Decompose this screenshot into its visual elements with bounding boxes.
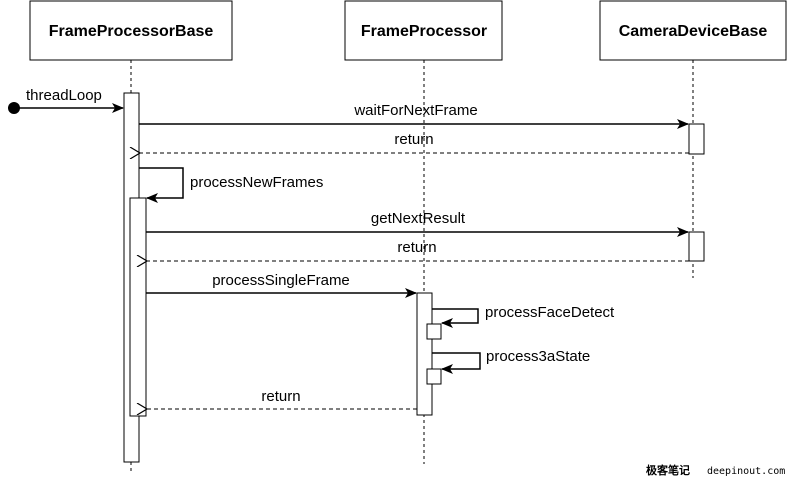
message-label: getNextResult [371,210,466,227]
watermark-site: deepinout.com [707,466,785,477]
message-label: waitForNextFrame [353,102,477,119]
activation-bar-3a-state [426,368,442,385]
message-label: processSingleFrame [212,272,350,289]
participant-label: FrameProcessor [361,23,487,40]
activation-bar-camera-1 [688,123,705,155]
participant-label: CameraDeviceBase [619,23,768,40]
message-label: return [261,388,300,405]
message-label: return [394,131,433,148]
activation-bar-camera-2 [688,231,705,262]
message-label: processFaceDetect [485,304,615,321]
message-label: return [397,239,436,256]
message-label: threadLoop [26,87,102,104]
message-label: processNewFrames [190,174,323,191]
participant-frameprocessor: FrameProcessor [344,0,503,61]
activation-bar-process-new-frames [129,197,147,417]
watermark: 极客笔记 deepinout.com [646,463,785,477]
message-get-next-result: getNextResult [146,210,689,237]
watermark-logo-text: 极客笔记 [646,463,690,477]
message-wait-for-next-frame: waitForNextFrame [139,102,689,129]
message-process-3a-state: process3aState [432,348,590,374]
activation-bar-face-detect [426,323,442,340]
message-return-2: return [147,239,689,261]
participant-label: FrameProcessorBase [49,23,214,40]
message-process-face-detect: processFaceDetect [432,304,615,328]
message-label: process3aState [486,348,590,365]
activation-bar-process-single-frame [416,292,433,416]
message-process-single-frame: processSingleFrame [146,272,417,298]
message-return-3: return [147,388,417,409]
participant-frameprocessorbase: FrameProcessorBase [29,0,233,61]
message-process-new-frames: processNewFrames [139,167,323,203]
message-return-1: return [140,131,689,153]
participant-cameradevicebase: CameraDeviceBase [599,0,787,61]
message-thread-loop: threadLoop [8,87,124,114]
